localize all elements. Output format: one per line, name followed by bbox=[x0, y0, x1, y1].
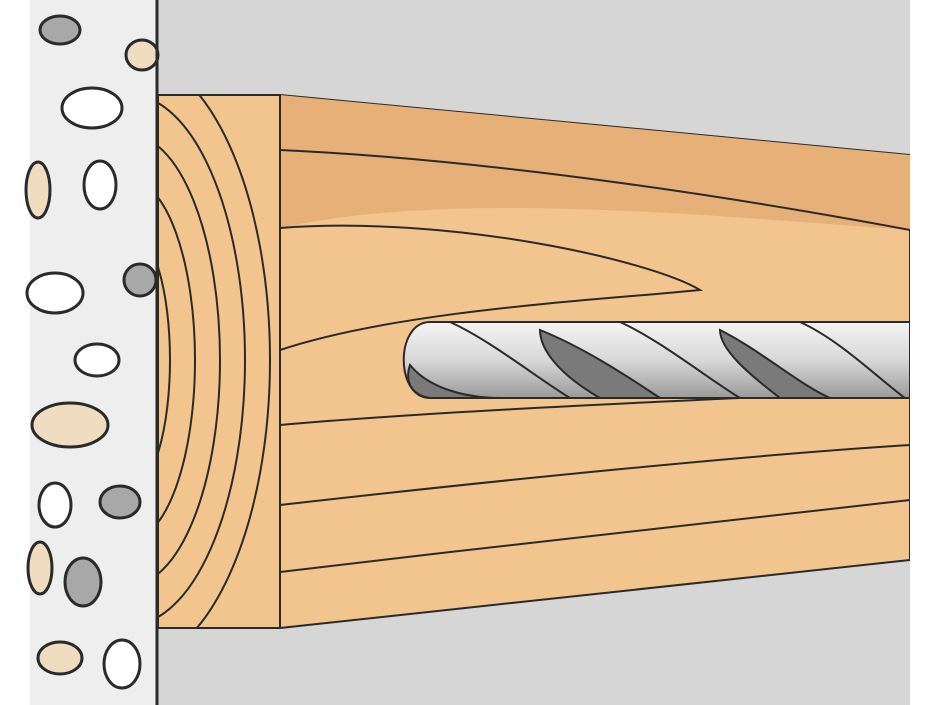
right-margin bbox=[910, 0, 940, 705]
stone bbox=[25, 271, 85, 315]
growth-rings bbox=[158, 95, 271, 628]
stone bbox=[38, 14, 82, 46]
stone bbox=[36, 640, 84, 676]
stone bbox=[102, 638, 142, 690]
stone bbox=[37, 481, 73, 529]
stone bbox=[63, 556, 103, 608]
stone bbox=[30, 401, 110, 449]
wall-stones bbox=[24, 14, 160, 690]
stone bbox=[122, 262, 158, 298]
stone bbox=[124, 38, 160, 72]
stone bbox=[60, 86, 124, 130]
stone bbox=[26, 540, 54, 596]
stone bbox=[82, 159, 118, 211]
stone bbox=[98, 484, 142, 520]
stone bbox=[24, 160, 52, 220]
wood-shade bbox=[280, 95, 910, 230]
drill-bit bbox=[402, 321, 911, 399]
stone bbox=[73, 342, 121, 378]
